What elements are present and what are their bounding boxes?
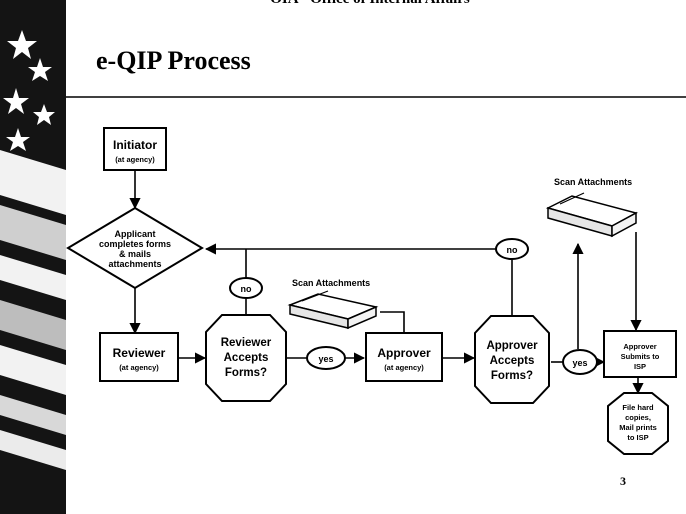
- star-icon: [33, 104, 55, 125]
- reviewer-accepts-octagon: Reviewer Accepts Forms?: [205, 314, 287, 402]
- page-number: 3: [620, 474, 626, 488]
- line-scanner1-approver: [380, 311, 405, 333]
- reviewer-accepts-line2: Accepts: [224, 352, 269, 364]
- no-oval-approver: no: [495, 238, 529, 260]
- file-line1: File hard: [622, 403, 654, 412]
- approver-accepts-line3: Forms?: [491, 370, 533, 382]
- applicant-line1: Applicant: [114, 229, 155, 239]
- approver-subtitle: (at agency): [384, 363, 424, 372]
- yes-label-approver: yes: [572, 358, 587, 368]
- approver-submits-box: Approver Submits to ISP: [603, 330, 677, 378]
- approver-accepts-line1: Approver: [486, 340, 538, 352]
- star-icon: [6, 128, 30, 151]
- header-title: OIA - Office of Internal Affairs: [160, 0, 580, 8]
- applicant-line4: attachments: [108, 259, 161, 269]
- star-icon: [28, 58, 52, 81]
- yes-label-reviewer: yes: [318, 354, 333, 364]
- reviewer-box: Reviewer (at agency): [99, 332, 179, 382]
- reviewer-accepts-line3: Forms?: [225, 367, 267, 379]
- applicant-line3: & mails: [119, 249, 151, 259]
- approver-submits-line3: ISP: [634, 362, 646, 371]
- slide-title: e-QIP Process: [96, 46, 251, 75]
- file-hard-copies-octagon: File hard copies, Mail prints to ISP: [607, 392, 669, 455]
- star-icon: [7, 30, 37, 59]
- scan-attachments-label-2: Scan Attachments: [554, 177, 632, 187]
- no-oval-reviewer: no: [229, 277, 263, 299]
- initiator-box: Initiator (at agency): [103, 127, 167, 171]
- no-label-approver: no: [507, 245, 518, 255]
- file-line2: copies,: [625, 413, 651, 422]
- applicant-diamond: Applicant completes forms & mails attach…: [66, 206, 204, 290]
- reviewer-subtitle: (at agency): [119, 363, 159, 372]
- approver-accepts-line2: Accepts: [490, 355, 535, 367]
- scanner-icon: [545, 192, 639, 238]
- approver-title: Approver: [377, 346, 431, 360]
- scan-attachments-label-1: Scan Attachments: [292, 278, 370, 288]
- initiator-title: Initiator: [113, 138, 157, 152]
- scanner-icon: [287, 290, 379, 330]
- file-line3: Mail prints: [619, 423, 657, 432]
- no-label-reviewer: no: [241, 284, 252, 294]
- yes-oval-approver: yes: [562, 349, 598, 375]
- star-icon: [3, 88, 29, 114]
- flag-sidebar: [0, 0, 66, 514]
- initiator-subtitle: (at agency): [115, 155, 155, 164]
- applicant-line2: completes forms: [99, 239, 171, 249]
- approver-accepts-octagon: Approver Accepts Forms?: [474, 315, 550, 404]
- reviewer-accepts-line1: Reviewer: [221, 337, 272, 349]
- approver-box: Approver (at agency): [365, 332, 443, 382]
- file-line4: to ISP: [627, 433, 648, 442]
- approver-submits-line1: Approver: [623, 342, 656, 351]
- yes-oval-reviewer: yes: [306, 346, 346, 370]
- approver-submits-line2: Submits to: [621, 352, 660, 361]
- reviewer-title: Reviewer: [113, 346, 166, 360]
